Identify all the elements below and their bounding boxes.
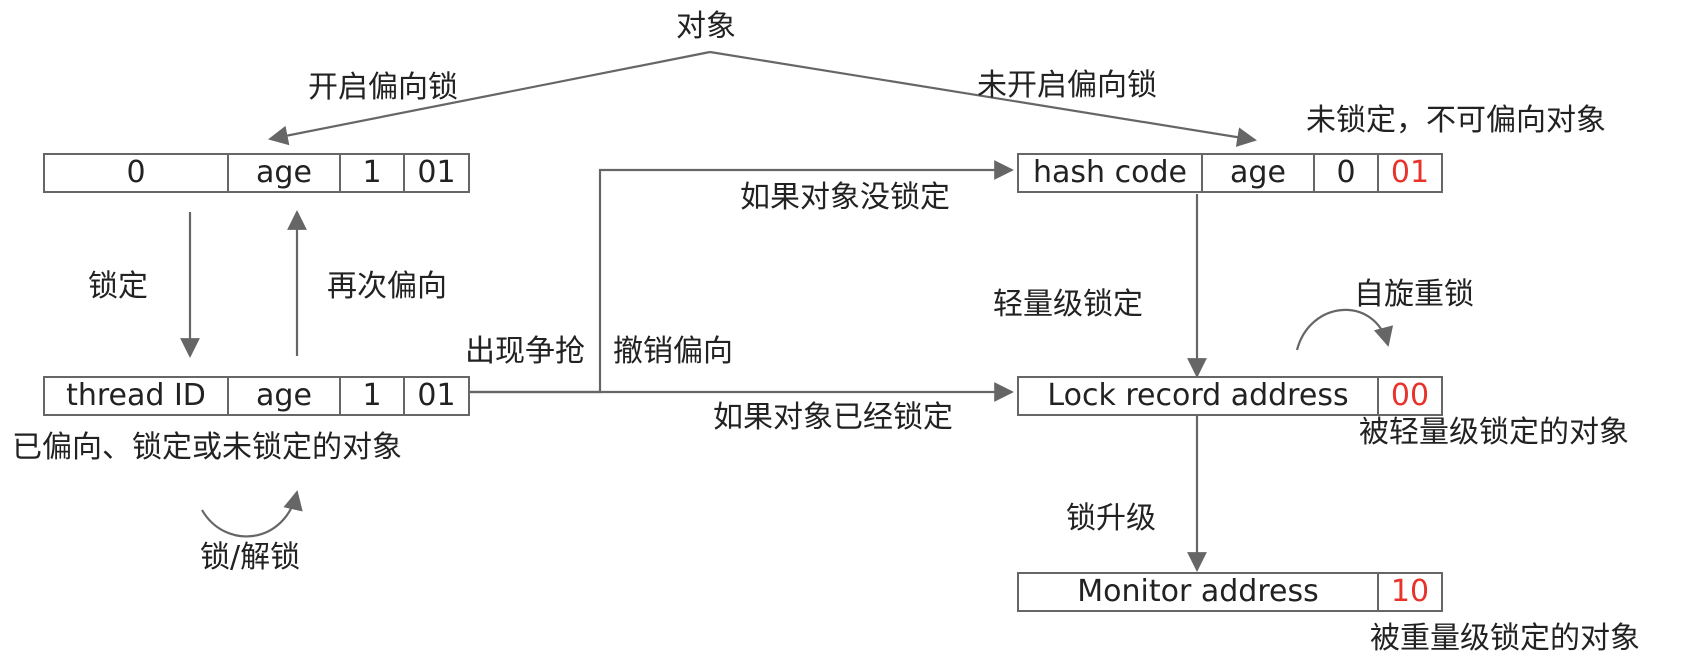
- biasable-header-row: 0 age 1 01: [43, 153, 470, 193]
- header-cell-thread: 0: [45, 155, 229, 191]
- header-cell-age: age: [229, 378, 341, 414]
- header-cell-flag: 10: [1390, 574, 1430, 609]
- header-cell-bias-bit: 0: [1315, 155, 1379, 191]
- revoke-bias-label: 撤销偏向: [613, 334, 733, 369]
- header-cell-monitor: Monitor address: [1019, 574, 1379, 610]
- lock-unlock-curve-icon: [201, 490, 303, 538]
- if-not-locked-label: 如果对象没锁定: [740, 180, 950, 215]
- lightweight-header-row: Lock record address 00: [1017, 376, 1443, 416]
- root-label: 对象: [676, 9, 736, 44]
- lightweight-lock-label: 轻量级锁定: [993, 287, 1143, 322]
- header-cell-bias-bit: 1: [341, 378, 405, 414]
- header-cell-age: age: [1203, 155, 1315, 191]
- if-locked-label: 如果对象已经锁定: [713, 400, 953, 435]
- lock-unlock-label: 锁/解锁: [200, 540, 301, 575]
- rebias-label: 再次偏向: [327, 269, 447, 304]
- branch-biased-label: 开启偏向锁: [308, 70, 458, 105]
- heavyweight-header-row: Monitor address 10: [1017, 572, 1443, 612]
- header-cell-lock-record: Lock record address: [1019, 378, 1379, 414]
- header-cell-thread-id: thread ID: [45, 378, 229, 414]
- header-cell-bias-bit: 1: [341, 155, 405, 191]
- arrow-root-to-unlocked: [709, 50, 1257, 147]
- upgrade-label: 锁升级: [1066, 501, 1156, 536]
- spin-curve-icon: [1295, 308, 1394, 351]
- header-cell-flag: 01: [1390, 155, 1430, 190]
- branch-unbiased-label: 未开启偏向锁: [977, 68, 1157, 103]
- spin-label: 自旋重锁: [1354, 277, 1474, 312]
- contention-label: 出现争抢: [465, 334, 585, 369]
- biased-header-row: thread ID age 1 01: [43, 376, 470, 416]
- arrow-root-to-biasable: [268, 50, 711, 146]
- header-cell-age: age: [229, 155, 341, 191]
- lock-label: 锁定: [88, 269, 148, 304]
- header-cell-flag: 01: [417, 155, 456, 190]
- header-cell-hash-code: hash code: [1019, 155, 1203, 191]
- arrow-if-not-locked: [470, 160, 1014, 394]
- biased-caption: 已偏向、锁定或未锁定的对象: [12, 430, 402, 465]
- lightweight-caption: 被轻量级锁定的对象: [1359, 415, 1629, 450]
- heavyweight-caption: 被重量级锁定的对象: [1370, 621, 1640, 656]
- header-cell-flag: 01: [417, 378, 456, 413]
- unlocked-header-row: hash code age 0 01: [1017, 153, 1443, 193]
- unlocked-caption: 未锁定，不可偏向对象: [1306, 103, 1606, 138]
- header-cell-flag: 00: [1390, 378, 1430, 413]
